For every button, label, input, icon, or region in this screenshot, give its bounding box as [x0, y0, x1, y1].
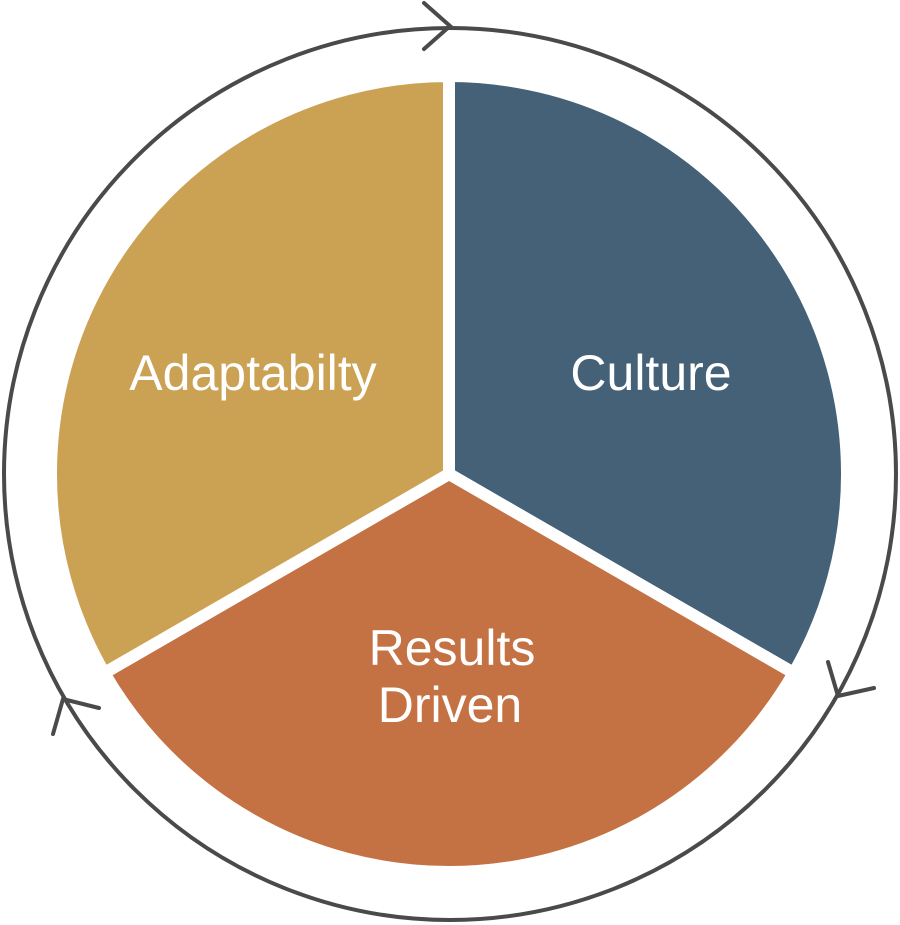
label-adaptability: Adaptabilty	[129, 345, 376, 401]
segment-culture	[443, 70, 854, 679]
segment-adaptability	[44, 70, 455, 679]
cycle-arrow-left-icon	[51, 696, 101, 736]
label-results-line2: Driven	[378, 677, 522, 733]
label-results-line1: Results	[369, 620, 536, 676]
label-culture: Culture	[570, 345, 731, 401]
segment-results-driven	[98, 468, 800, 878]
cycle-arrow-right-icon	[826, 660, 876, 699]
cycle-arrow-top-icon	[422, 1, 454, 51]
